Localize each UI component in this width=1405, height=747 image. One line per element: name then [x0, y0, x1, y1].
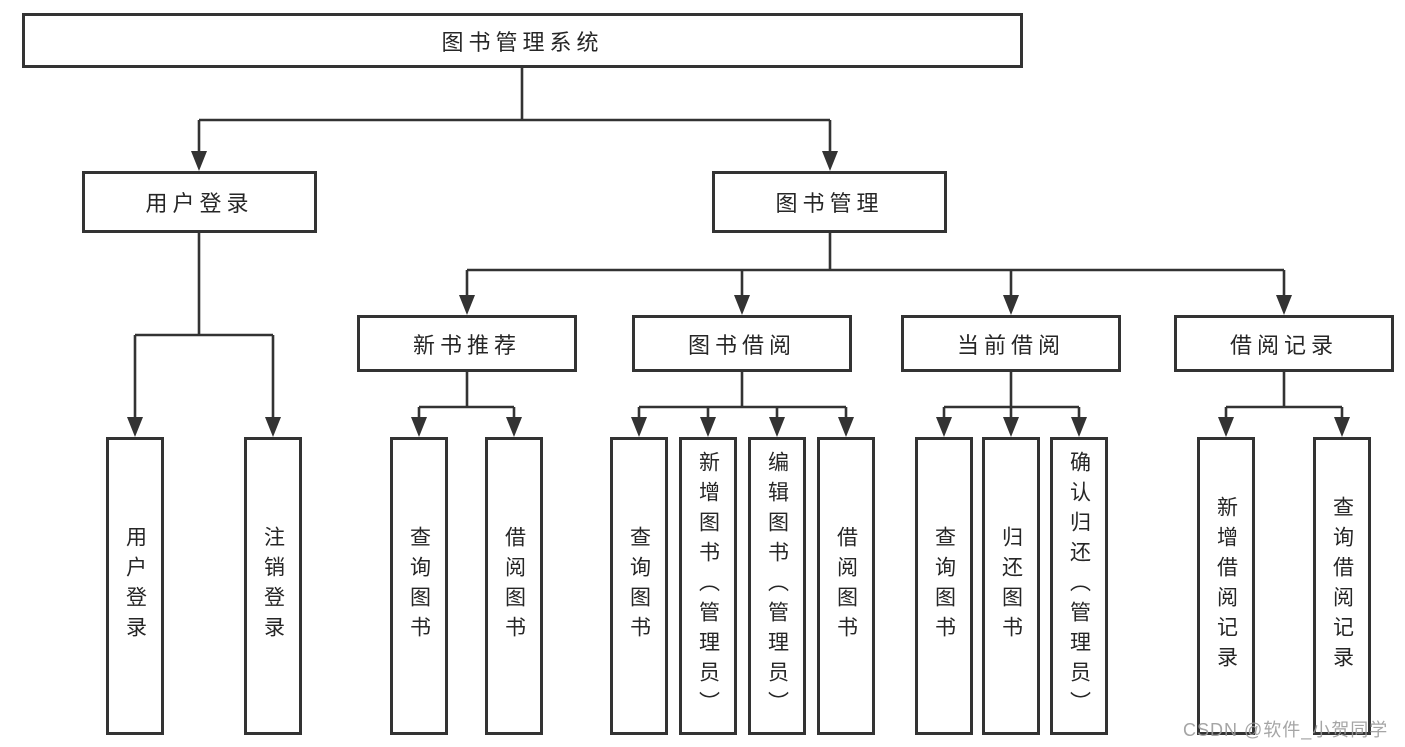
- leaf-borrow-books: 借阅图书: [817, 437, 875, 735]
- leaf-return-book: 归还图书: [982, 437, 1040, 735]
- leaf-edit-book-admin: 编辑图书（管理员）: [748, 437, 806, 735]
- node-library-management-system: 图书管理系统: [22, 13, 1023, 68]
- leaf-query-books-borrow: 查询图书: [610, 437, 668, 735]
- leaf-query-books-current: 查询图书: [915, 437, 973, 735]
- leaf-add-borrow-record: 新增借阅记录: [1197, 437, 1255, 735]
- node-new-book-recommendation: 新书推荐: [357, 315, 577, 372]
- leaf-confirm-return-admin: 确认归还（管理员）: [1050, 437, 1108, 735]
- node-book-borrowing: 图书借阅: [632, 315, 852, 372]
- leaf-borrow-books-recommend: 借阅图书: [485, 437, 543, 735]
- node-current-borrowing: 当前借阅: [901, 315, 1121, 372]
- node-user-login: 用户登录: [82, 171, 317, 233]
- csdn-watermark: CSDN @软件_小贺同学: [1183, 720, 1389, 740]
- leaf-logout: 注销登录: [244, 437, 302, 735]
- leaf-user-login: 用户登录: [106, 437, 164, 735]
- node-book-management: 图书管理: [712, 171, 947, 233]
- node-borrowing-records: 借阅记录: [1174, 315, 1394, 372]
- leaf-add-book-admin: 新增图书（管理员）: [679, 437, 737, 735]
- leaf-query-borrow-record: 查询借阅记录: [1313, 437, 1371, 735]
- leaf-query-books-recommend: 查询图书: [390, 437, 448, 735]
